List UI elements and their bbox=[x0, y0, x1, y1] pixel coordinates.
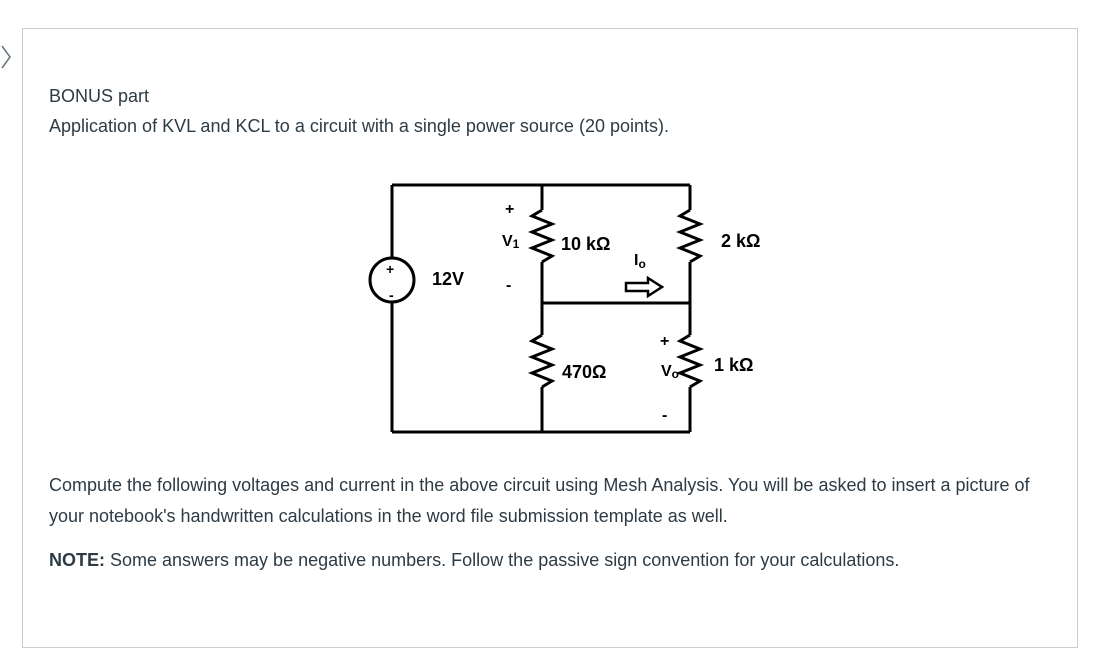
source-voltage-label: 12V bbox=[432, 269, 464, 289]
note-paragraph: NOTE: Some answers may be negative numbe… bbox=[49, 545, 1059, 576]
note-text: Some answers may be negative numbers. Fo… bbox=[105, 550, 900, 570]
vo-plus-label: + bbox=[660, 333, 669, 350]
question-card bbox=[22, 28, 1078, 648]
v1-plus-label: + bbox=[505, 201, 514, 218]
r4-label: 1 kΩ bbox=[714, 355, 753, 375]
resistor-10k bbox=[527, 208, 557, 264]
voltage-source-icon bbox=[368, 256, 416, 304]
source-plus-label: + bbox=[386, 261, 394, 277]
io-label: Io bbox=[634, 252, 646, 271]
collapse-arrow-icon[interactable] bbox=[0, 44, 14, 70]
r3-label: 470Ω bbox=[562, 362, 606, 382]
resistor-1k bbox=[675, 333, 705, 389]
resistor-470 bbox=[527, 333, 557, 389]
v1-minus-label: - bbox=[506, 277, 511, 294]
vo-label: Vo bbox=[661, 363, 679, 381]
r2-label: 2 kΩ bbox=[721, 231, 760, 251]
question-title: BONUS part bbox=[49, 86, 150, 106]
note-label: NOTE: bbox=[49, 550, 105, 570]
resistor-2k bbox=[675, 208, 705, 264]
v1-label: V1 bbox=[502, 233, 520, 251]
r1-label: 10 kΩ bbox=[561, 234, 610, 254]
question-subtitle: Application of KVL and KCL to a circuit … bbox=[49, 116, 669, 136]
current-arrow-icon bbox=[624, 275, 665, 299]
instructions-paragraph: Compute the following voltages and curre… bbox=[49, 475, 1030, 526]
circuit-diagram: + - 12V + V1 - 10 kΩ Io 2 kΩ 470Ω + Vo -… bbox=[368, 183, 760, 434]
vo-minus-label: - bbox=[662, 407, 667, 424]
source-minus-label: - bbox=[389, 287, 394, 303]
